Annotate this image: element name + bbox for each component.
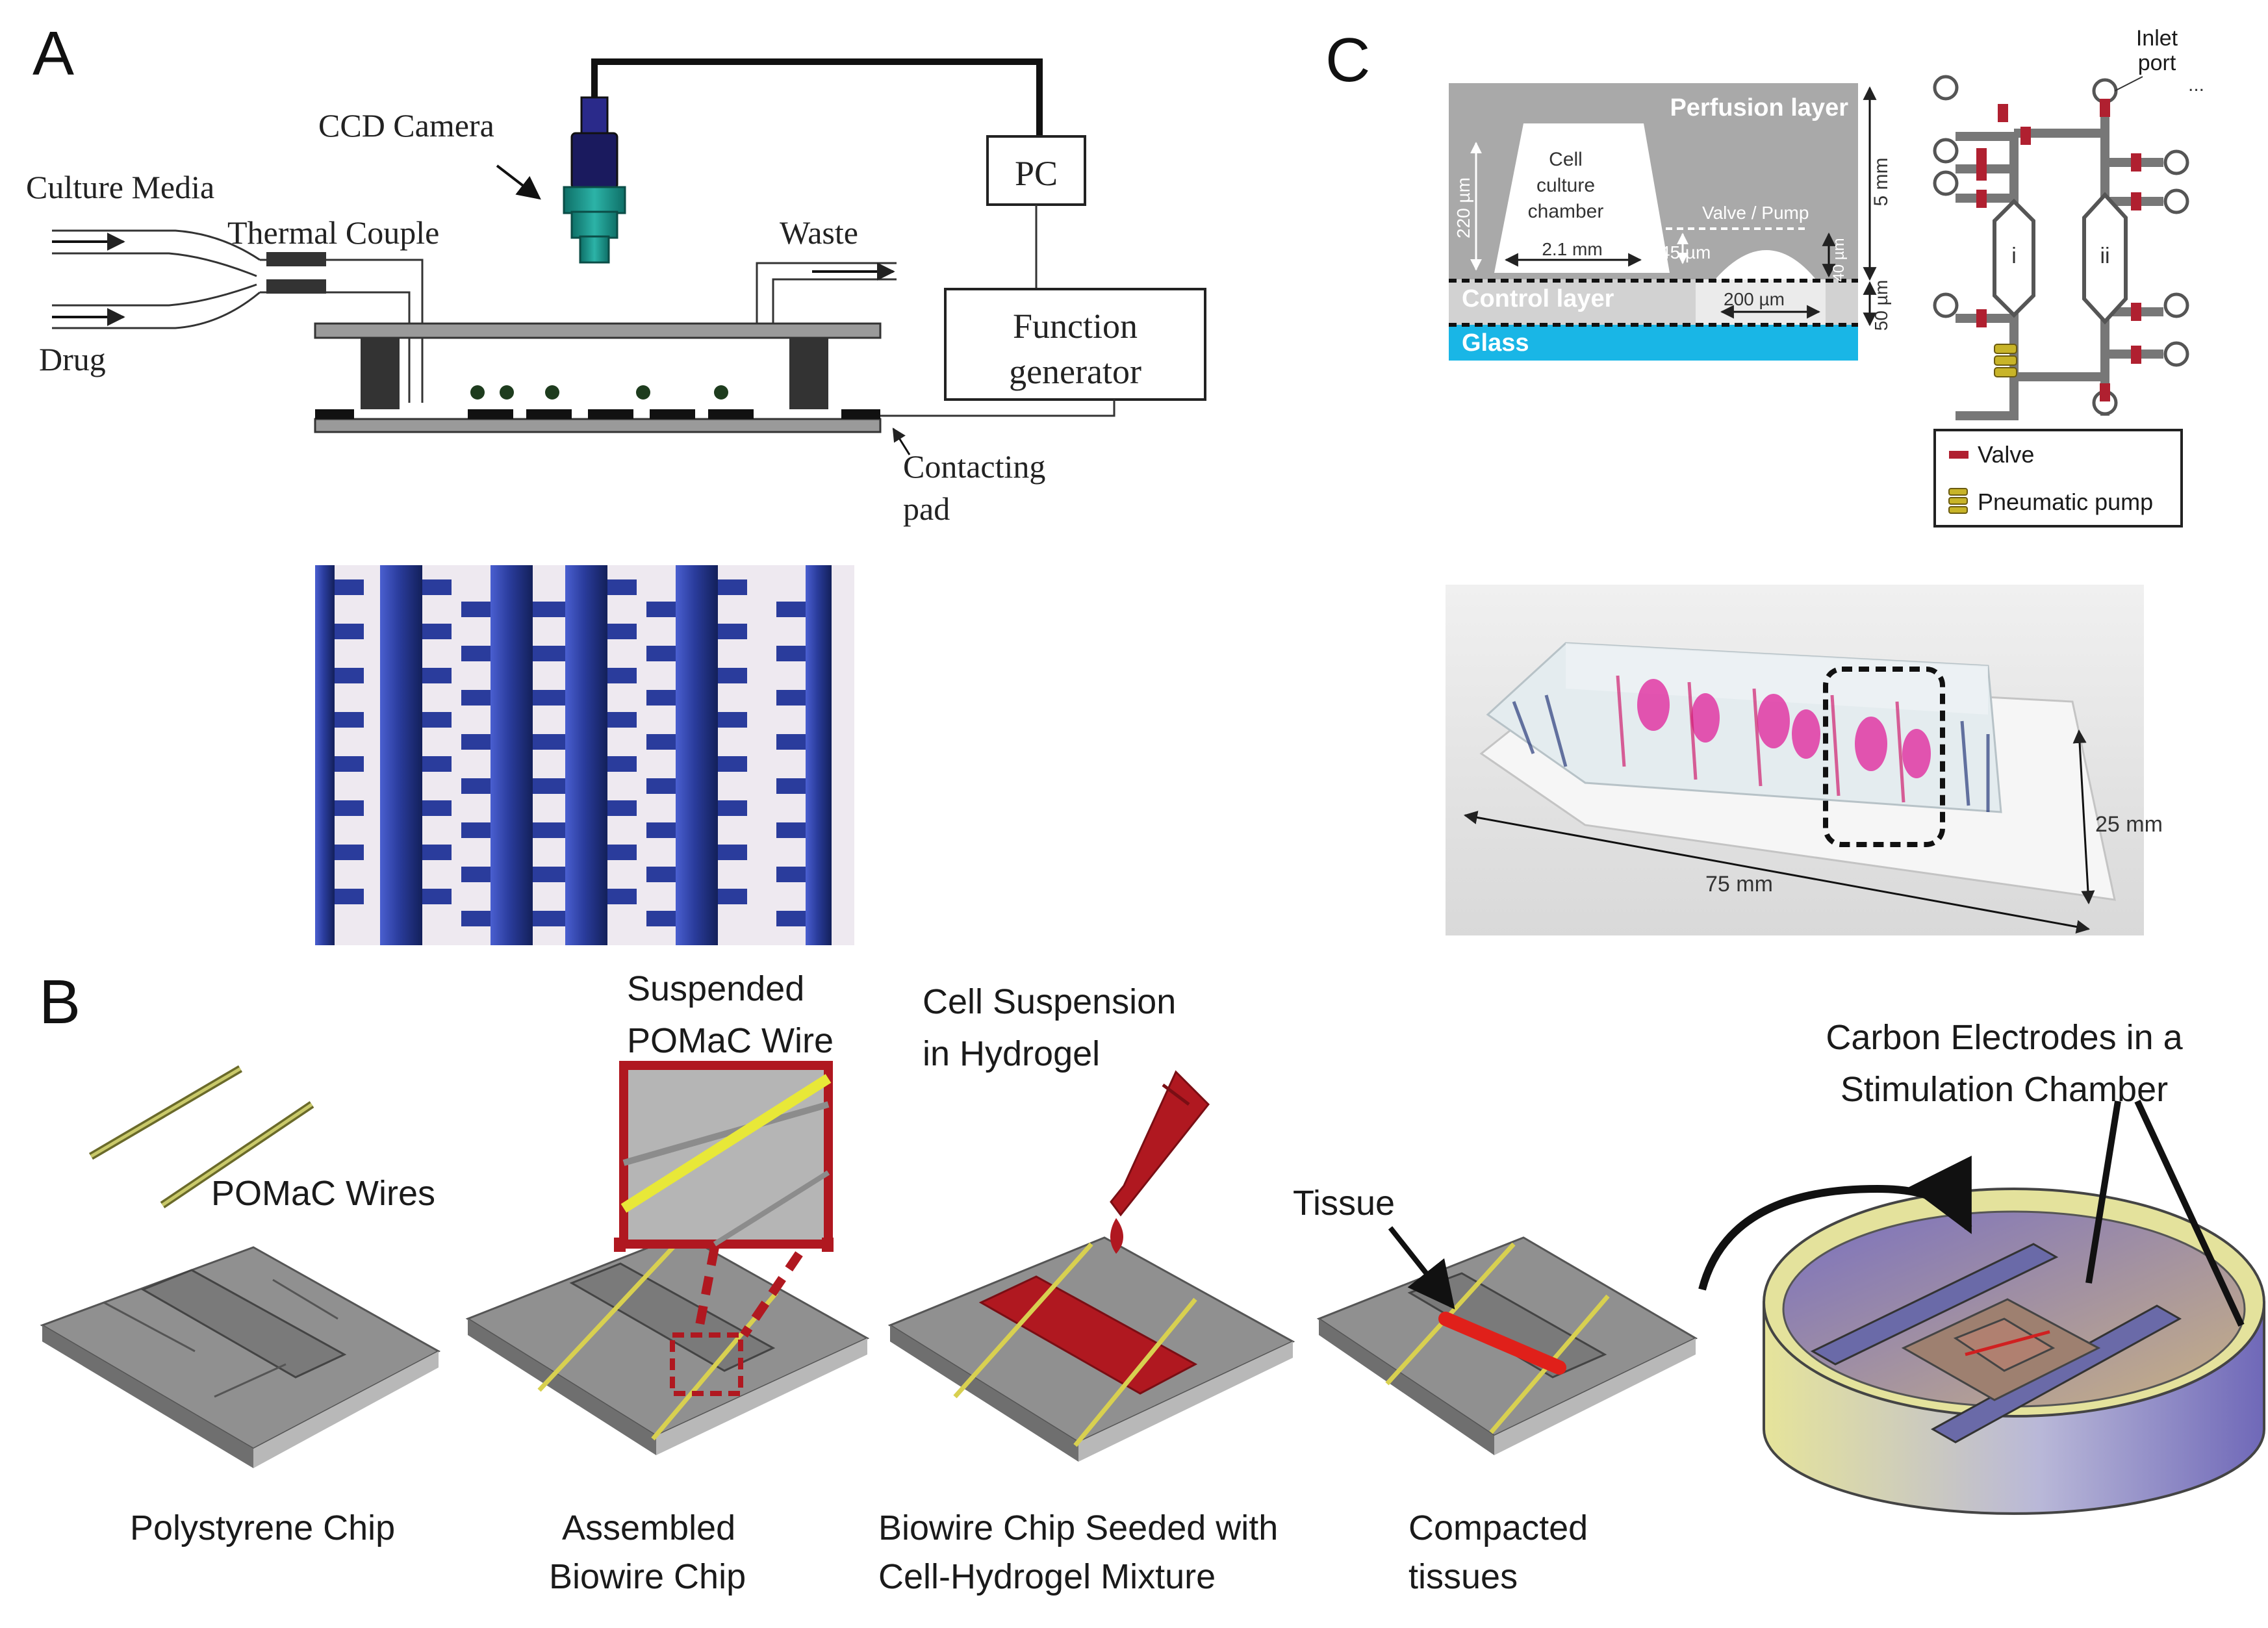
electrode-pointers [2085,1099,2245,1327]
dim-75-label: 75 mm [1705,872,1773,897]
legend-pump-label: Pneumatic pump [1978,489,2153,515]
contacting-pad-label-1: Contacting [903,448,1045,485]
assembled-chip-icon [465,1233,870,1455]
dim-25-label: 25 mm [2095,812,2163,837]
inlet-label-1: Inlet [2136,26,2178,51]
dim-5mm-label: 5 mm [1870,158,1892,207]
waste-label: Waste [780,214,858,251]
chamber-ii-label: ii [2100,244,2109,268]
suspended-label-1: Suspended [627,969,804,1008]
panel-b: B POMaC Wires Polystyrene Chip [39,967,2265,1596]
polystyrene-chip-label: Polystyrene Chip [130,1508,395,1547]
polystyrene-chip-icon [40,1246,441,1468]
inlet-label-2: port [2138,51,2176,75]
compacted-label-1: Compacted [1408,1508,1588,1547]
cell-suspension-label-2: in Hydrogel [923,1034,1100,1073]
suspended-label-2: POMaC Wire [627,1021,834,1060]
camera-cable [591,58,1043,136]
seeded-label-1: Biowire Chip Seeded with [878,1508,1278,1547]
dim-21-label: 2.1 mm [1542,239,1602,259]
function-generator-label-1: Function [1013,307,1138,346]
cell-chamber-label-2: culture [1536,175,1595,196]
pneumatic-pump-icons [1994,344,2017,377]
chamber-lid [314,322,882,339]
thermal-couple-label: Thermal Couple [227,214,439,251]
channel-legend: Valve Pneumatic pump [1933,429,2183,528]
dim-40-label: 40 µm [1830,238,1848,281]
legend-valve-label: Valve [1978,441,2034,468]
cross-section [1449,83,1858,361]
carbon-electrodes-label-2: Stimulation Chamber [1841,1070,2168,1109]
function-generator-label-2: generator [1009,352,1141,391]
ccd-camera-label: CCD Camera [318,107,494,144]
chamber-i-label: i [2011,244,2017,268]
dim-200-label: 200 µm [1724,289,1785,309]
culture-media-label: Culture Media [26,169,214,205]
chamber-spacer-left [361,338,400,409]
pc-box [986,135,1086,206]
cell-chamber-label-1: Cell [1549,149,1583,170]
contacting-pad-label-2: pad [903,490,950,527]
ccd-camera-icon [563,96,626,264]
valve-icons [1976,99,2141,401]
panel-a-label: A [32,19,74,88]
panel-a: A CCD Camera PC Function generator Cultu… [26,19,1206,945]
dim-50-label: 50 µm [1871,280,1891,331]
dim-220-label: 220 µm [1453,177,1473,238]
function-generator-box [944,288,1206,401]
camera-pointer [496,164,541,200]
cell-suspension-label-1: Cell Suspension [923,982,1176,1021]
culture-chambers [1993,192,2128,325]
panel-b-label: B [39,967,81,1037]
tissue-label: Tissue [1293,1184,1395,1223]
dim-45-label: 45 µm [1660,242,1711,262]
carbon-electrodes-label-1: Carbon Electrodes in a [1826,1018,2183,1057]
stimulation-dish-icon [1763,1188,2265,1515]
contacting-pad-pointer [892,427,911,455]
assembled-label-1: Assembled [562,1508,735,1547]
waste-tubing [756,262,897,338]
drug-label: Drug [39,341,106,377]
device-photo [1446,585,2144,935]
seeded-label-2: Cell-Hydrogel Mixture [878,1557,1216,1596]
panel-c: C Perfusion layer Cell culture chamber 2… [1325,25,2204,935]
tissue-pointer [1388,1226,1455,1310]
pomac-wires-label: POMaC Wires [211,1174,435,1213]
transfer-arrow [1698,1155,1972,1291]
legend-valve-icon [1949,451,1969,459]
panel-c-label: C [1325,25,1370,95]
assembled-label-2: Biowire Chip [549,1557,746,1596]
electrode-photo [315,565,854,945]
cells [470,385,728,400]
pc-label: PC [1015,154,1058,193]
seeded-chip-icon [887,1236,1295,1462]
thermal-couple-bottom [266,279,326,294]
perfusion-layer-label: Perfusion layer [1670,94,1848,121]
compacted-label-2: tissues [1408,1557,1518,1596]
legend-pump-icon [1948,488,1968,514]
control-layer-label: Control layer [1462,285,1614,312]
chamber-base [314,418,882,433]
compacted-chip-icon [1316,1236,1698,1455]
chamber-spacer-right [789,338,828,409]
cell-chamber-label-3: chamber [1528,201,1604,222]
glass-label: Glass [1462,329,1529,357]
electrode-pads [315,409,880,419]
generator-wire [880,400,1115,417]
ports [1933,75,2189,416]
valve-pump-label: Valve / Pump [1702,203,1809,223]
inlet-pointer [2114,76,2143,92]
suspended-wire-inset [614,1061,834,1338]
pipette-icon [1110,1070,1210,1254]
inlet-ellipsis: ... [2188,74,2204,95]
thermal-couple-top [266,252,326,266]
